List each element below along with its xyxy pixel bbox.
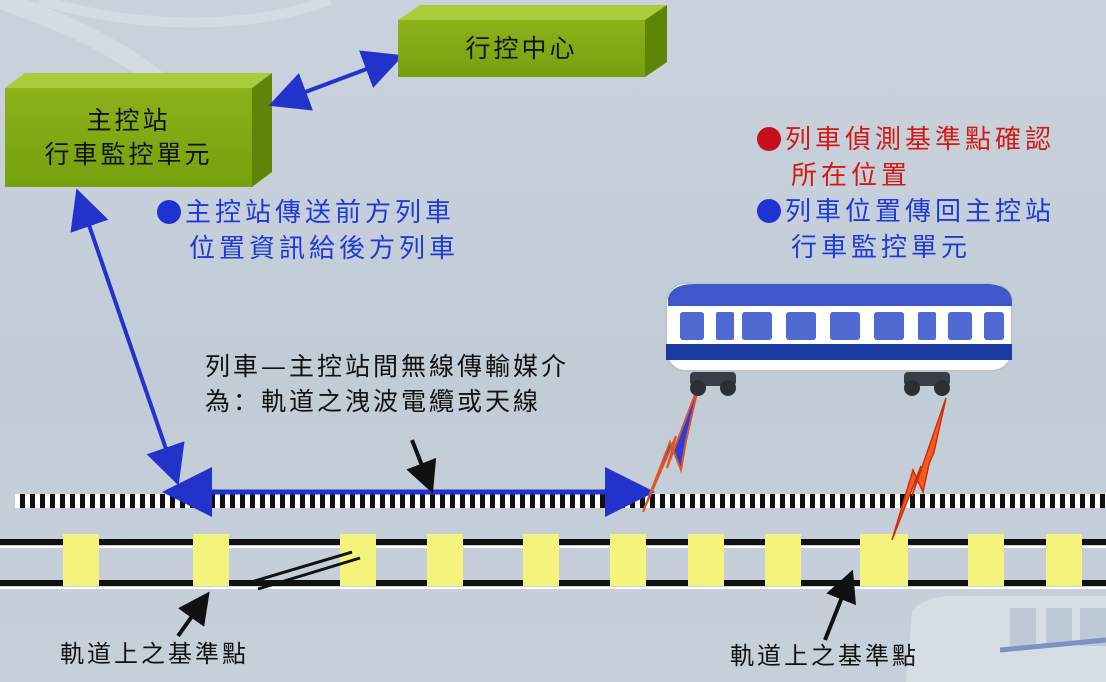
reference-point-marker xyxy=(523,534,559,586)
reference-point-marker xyxy=(860,534,908,586)
right-marker-pointer xyxy=(823,569,857,641)
reference-point-marker xyxy=(193,534,229,586)
reference-point-marker xyxy=(968,534,1004,586)
reference-point-marker xyxy=(765,534,801,586)
control-center-label: 行控中心 xyxy=(465,33,578,63)
station-track-link-arrow xyxy=(70,188,185,486)
train-notes: 列車偵測基準點確認 所在位置 列車位置傳回主控站 行車監控單元 xyxy=(757,123,1055,267)
right-marker-label: 軌道上之基準點 xyxy=(730,642,919,670)
reference-point-marker xyxy=(63,534,99,586)
reference-point-marker xyxy=(427,534,463,586)
station-sends-line1: 主控站傳送前方列車 xyxy=(185,198,456,228)
reference-point-marker xyxy=(688,534,724,586)
medium-label-pointer xyxy=(406,439,437,494)
medium-line1: 列車—主控站間無線傳輸媒介 xyxy=(205,352,570,381)
train-detect-line1: 列車偵測基準點確認 xyxy=(785,125,1056,155)
station-sends-note: 主控站傳送前方列車 位置資訊給後方列車 xyxy=(157,196,459,268)
reference-point-marker xyxy=(1046,534,1082,586)
center-station-link-arrow xyxy=(268,50,404,111)
main-station-box: 主控站 行車監控單元 xyxy=(5,88,252,187)
left-marker-pointer xyxy=(176,591,210,638)
red-bullet-icon xyxy=(757,127,781,151)
transmission-medium-note: 列車—主控站間無線傳輸媒介 為：軌道之洩波電纜或天線 xyxy=(205,350,569,419)
blue-bullet-icon xyxy=(757,198,781,223)
switch-line-2 xyxy=(257,556,361,591)
main-station-label-line2: 行車監控單元 xyxy=(44,139,213,169)
blue-bullet-icon xyxy=(157,200,181,224)
station-sends-line2: 位置資訊給後方列車 xyxy=(189,233,460,264)
switch-line-1 xyxy=(247,550,353,585)
wireless-signal-red-icon xyxy=(891,397,947,541)
medium-line2: 為：軌道之洩波電纜或天線 xyxy=(205,386,542,416)
reference-point-marker xyxy=(610,534,646,586)
wireless-signal-blue-icon xyxy=(642,383,700,513)
train-report-line1: 列車位置傳回主控站 xyxy=(785,196,1056,227)
leaky-cable-strip xyxy=(15,494,1106,508)
left-marker-label: 軌道上之基準點 xyxy=(60,640,249,668)
main-station-label-line1: 主控站 xyxy=(86,105,171,135)
background-train-image xyxy=(906,596,1106,682)
train-report-line2: 行車監控單元 xyxy=(791,232,972,263)
train-detect-line2: 所在位置 xyxy=(791,160,912,191)
train-icon xyxy=(665,282,1013,396)
control-center-box: 行控中心 xyxy=(398,20,645,77)
reference-markers xyxy=(63,534,1082,586)
